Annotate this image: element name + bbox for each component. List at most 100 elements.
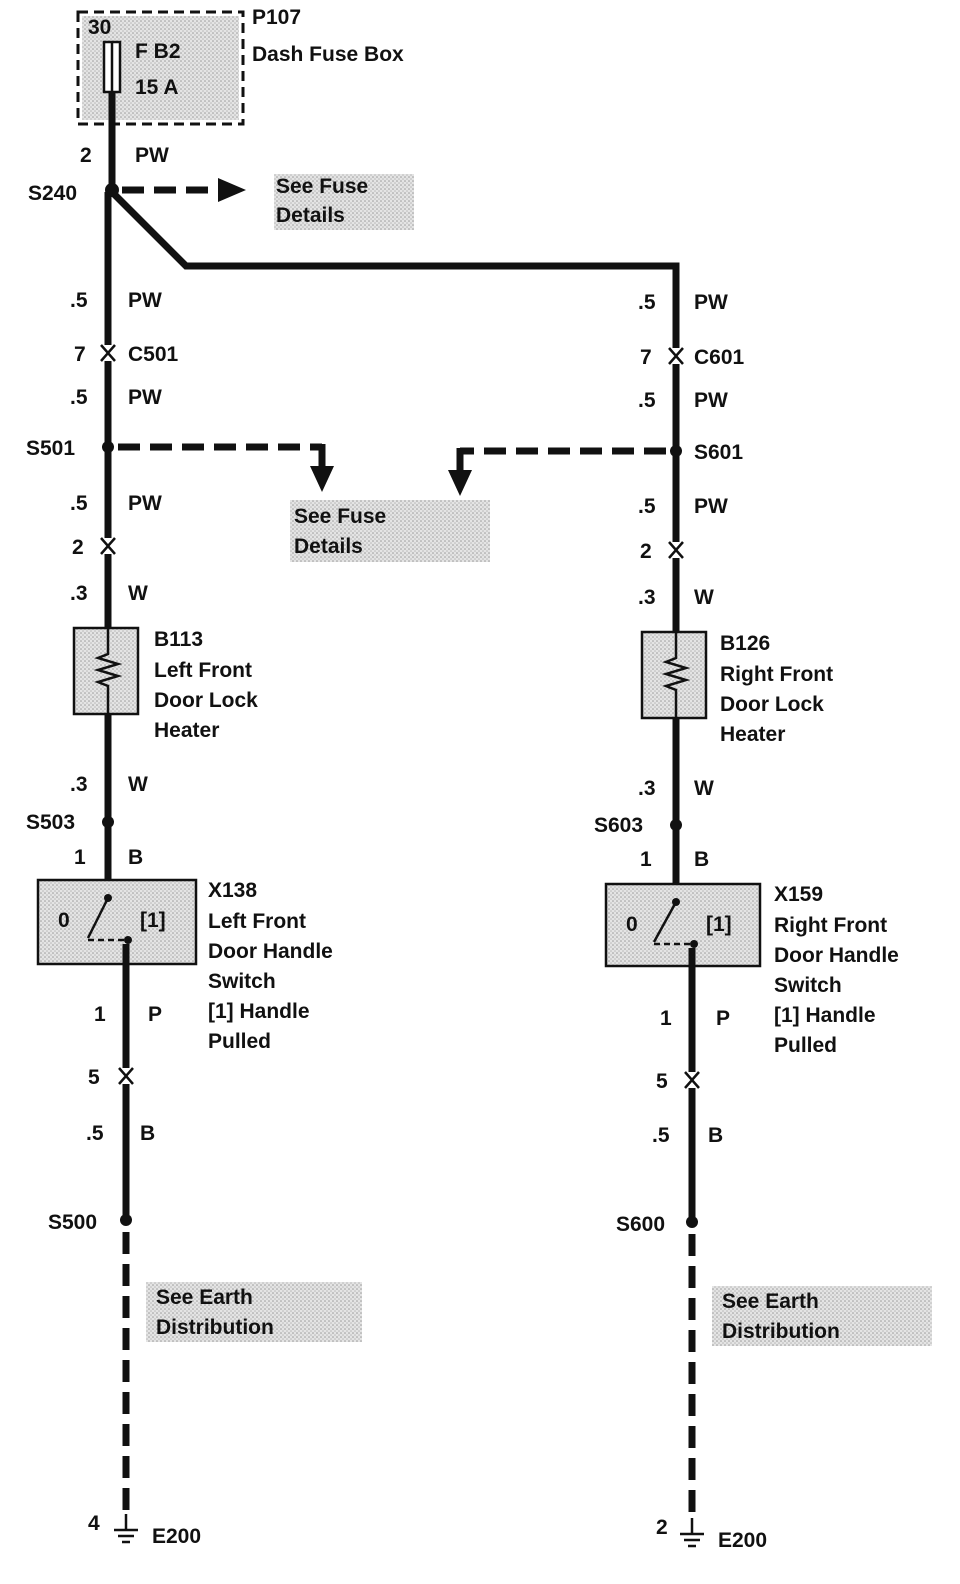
- left-branch: .5 PW 7 C501 .5 PW S501 .5 PW 2 .3 W B11…: [26, 192, 362, 1548]
- heater-b126-l1: Right Front: [720, 663, 833, 686]
- details-center: Details: [294, 535, 363, 558]
- heater-b126-ref: B126: [720, 632, 770, 655]
- left-w6-color: B: [128, 846, 143, 869]
- left-w5-size: .3: [70, 773, 88, 796]
- splice-s503-label: S503: [26, 811, 75, 834]
- left-w2-size: .5: [70, 386, 88, 409]
- splice-s601: [670, 445, 682, 457]
- arrow-down-icon: [310, 466, 334, 492]
- switch-x159-box: [604, 882, 762, 968]
- left-w7-pin: 1: [94, 1003, 106, 1026]
- arrow-right-icon: [218, 178, 246, 202]
- connector-pin2-icon: [100, 537, 116, 555]
- right-w4-size: .3: [638, 586, 656, 609]
- splice-s601-label: S601: [694, 441, 743, 464]
- switch-x159-l2: Door Handle: [774, 944, 899, 967]
- right-w3-color: PW: [694, 495, 728, 518]
- right-pin5: 5: [656, 1070, 668, 1093]
- fuse-box: 30 F B2 15 A P107 Dash Fuse Box: [76, 6, 404, 126]
- connector-c601-icon: [668, 347, 684, 365]
- heater-b126-l3: Heater: [720, 723, 785, 746]
- heater-b113-ref: B113: [154, 628, 203, 651]
- see-fuse-top: See Fuse: [276, 175, 368, 198]
- switch-x138-l5: Pulled: [208, 1030, 271, 1053]
- switch-x159-l5: Pulled: [774, 1034, 837, 1057]
- fuse-box-pin: 30: [88, 16, 111, 39]
- splice-s503: [102, 816, 114, 828]
- connector-c501-label: C501: [128, 343, 179, 366]
- right-w2-size: .5: [638, 389, 656, 412]
- switch-x159-pos1: [1]: [706, 913, 732, 936]
- left-w1-size: .5: [70, 289, 88, 312]
- switch-x138-l2: Door Handle: [208, 940, 333, 963]
- left-w3-color: PW: [128, 492, 162, 515]
- splice-s600-label: S600: [616, 1213, 665, 1236]
- fuse-box-ref: P107: [252, 6, 301, 29]
- fuse-id: F B2: [135, 40, 181, 63]
- switch-x138-box: [36, 878, 198, 966]
- right-w3-size: .5: [638, 495, 656, 518]
- right-ground-pin: 2: [656, 1516, 668, 1539]
- right-w7-color: P: [716, 1007, 730, 1030]
- switch-x138-l3: Switch: [208, 970, 276, 993]
- fuse-rating: 15 A: [135, 76, 179, 99]
- right-w1-color: PW: [694, 291, 728, 314]
- left-w5-color: W: [128, 773, 148, 796]
- heater-element-icon: [93, 628, 123, 714]
- left-w4-size: .3: [70, 582, 88, 605]
- right-w8-color: B: [708, 1124, 723, 1147]
- center-fuse-label: See Fuse Details: [290, 500, 490, 562]
- switch-x138-pos1: [1]: [140, 909, 166, 932]
- right-w1-size: .5: [638, 291, 656, 314]
- left-earth-l1: See Earth: [156, 1286, 253, 1309]
- left-w7-color: P: [148, 1003, 162, 1026]
- right-ground-label: E200: [718, 1529, 767, 1552]
- heater-b113-l2: Door Lock: [154, 689, 258, 712]
- connector-pin2-icon: [668, 541, 684, 559]
- left-pin2: 2: [72, 536, 84, 559]
- right-w6-pin: 1: [640, 848, 652, 871]
- heater-element-icon: [661, 632, 691, 718]
- right-w2-color: PW: [694, 389, 728, 412]
- left-w1-color: PW: [128, 289, 162, 312]
- splice-s603: [670, 819, 682, 831]
- left-w8-color: B: [140, 1122, 155, 1145]
- heater-b126-l2: Door Lock: [720, 693, 824, 716]
- splice-s500-label: S500: [48, 1211, 97, 1234]
- right-branch: .5 PW 7 C601 .5 PW S601 .5 PW 2 .3 W B12…: [448, 291, 932, 1552]
- bus-wire-right: [109, 189, 680, 348]
- top-wire-color: PW: [135, 144, 169, 167]
- left-ground-label: E200: [152, 1525, 201, 1548]
- left-w6-pin: 1: [74, 846, 86, 869]
- fuse-box-name: Dash Fuse Box: [252, 43, 404, 66]
- splice-s240-label: S240: [28, 182, 77, 205]
- switch-x159-l1: Right Front: [774, 914, 887, 937]
- splice-s600: [686, 1216, 698, 1228]
- heater-b126-box: [640, 630, 708, 720]
- switch-x159-l3: Switch: [774, 974, 842, 997]
- see-fuse-center: See Fuse: [294, 505, 386, 528]
- switch-x159-pos0: 0: [626, 913, 638, 936]
- connector-c601-label: C601: [694, 346, 745, 369]
- switch-x138-ref: X138: [208, 879, 257, 902]
- left-w8-size: .5: [86, 1122, 104, 1145]
- right-w8-size: .5: [652, 1124, 670, 1147]
- switch-x159-l4: [1] Handle: [774, 1004, 876, 1027]
- connector-pin5-icon: [118, 1067, 134, 1085]
- splice-s603-label: S603: [594, 814, 643, 837]
- switch-x138-pos0: 0: [58, 909, 70, 932]
- switch-x159-ref: X159: [774, 883, 823, 906]
- right-pin2: 2: [640, 540, 652, 563]
- right-earth-l1: See Earth: [722, 1290, 819, 1313]
- right-w5-color: W: [694, 777, 714, 800]
- left-pin5: 5: [88, 1066, 100, 1089]
- splice-s500: [120, 1214, 132, 1226]
- right-w7-pin: 1: [660, 1007, 672, 1030]
- switch-x138-l1: Left Front: [208, 910, 306, 933]
- right-w4-color: W: [694, 586, 714, 609]
- splice-s501-label: S501: [26, 437, 75, 460]
- arrow-down-icon: [448, 470, 472, 496]
- connector-pin5-icon: [684, 1071, 700, 1089]
- right-w5-size: .3: [638, 777, 656, 800]
